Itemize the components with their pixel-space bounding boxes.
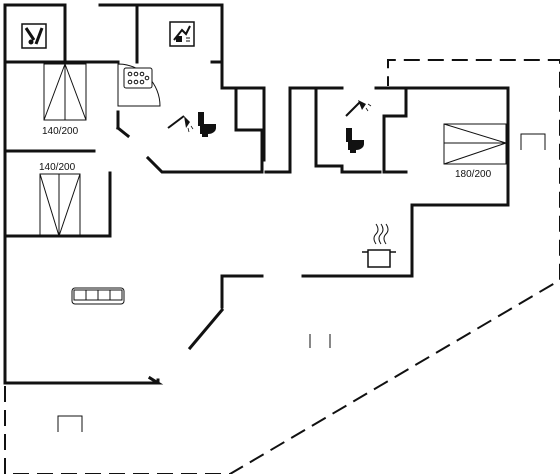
sofa-icon (71, 287, 125, 305)
bed-size-label: 140/200 (39, 162, 76, 173)
exterior-walls (3, 3, 510, 385)
terrace-furniture-icon (57, 133, 546, 432)
shower-icon (345, 100, 372, 117)
cooking-pot-icon (362, 223, 396, 268)
toilet-icon (346, 128, 364, 153)
bed-top-left (43, 62, 87, 121)
bed-size-label: 180/200 (455, 169, 492, 180)
toilet-icon (198, 112, 216, 137)
sauna-icon (123, 67, 153, 89)
bed-middle-left (39, 173, 81, 238)
washing-machine-icon (169, 21, 195, 47)
bed-size-label: 140/200 (42, 126, 79, 137)
terrace-outline (4, 59, 560, 474)
laundry-icon (21, 23, 47, 49)
bed-right (443, 123, 508, 165)
shower-icon (167, 115, 194, 133)
